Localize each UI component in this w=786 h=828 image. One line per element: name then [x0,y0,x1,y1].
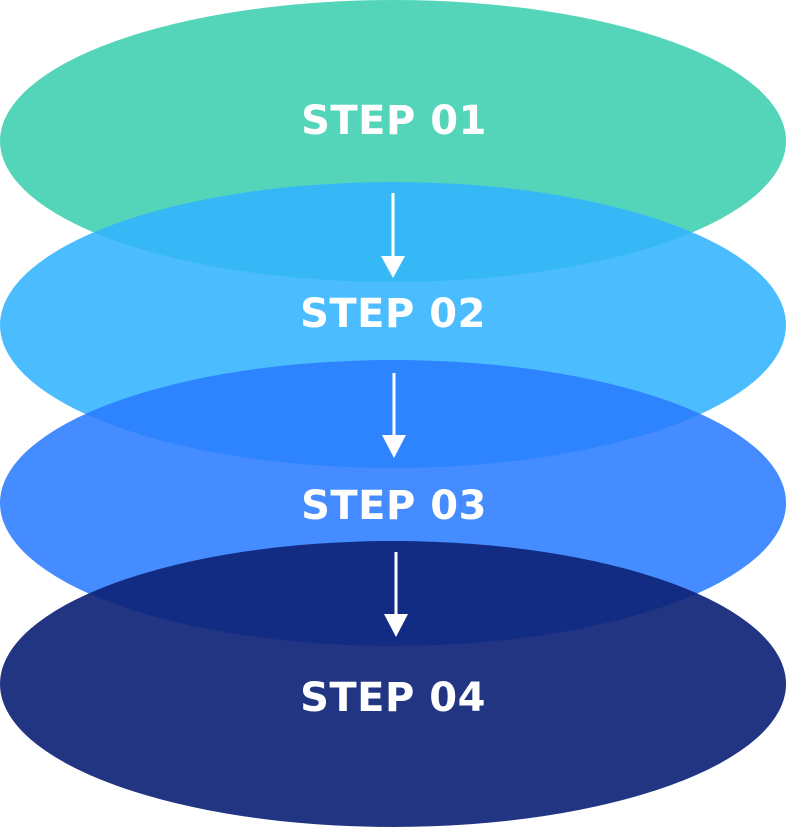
arrow-step-01-to-02 [381,193,405,278]
arrow-step-03-to-04 [384,552,408,637]
step-arrows [381,193,408,637]
step-04-label: STEP 04 [300,675,486,721]
step-01-label: STEP 01 [301,98,487,144]
step-02-label: STEP 02 [300,291,486,337]
step-03-label: STEP 03 [301,483,487,529]
arrow-step-02-to-03 [382,373,406,458]
step-04-layer [0,541,786,827]
step-labels: STEP 01 STEP 02 STEP 03 STEP 04 [300,98,487,721]
